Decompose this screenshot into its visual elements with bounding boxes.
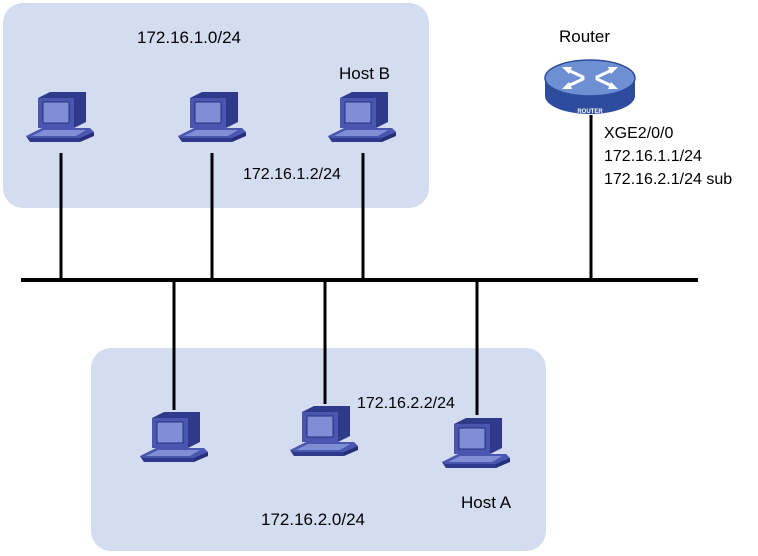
router-icon: ROUTER [544, 59, 636, 115]
host-b-name: Host B [339, 64, 391, 83]
router-secondary-ip: 172.16.2.1/24 sub [604, 171, 733, 188]
router-primary-ip: 172.16.1.1/24 [604, 148, 702, 165]
subnet-upper-label: 172.16.1.0/24 [137, 28, 241, 47]
router-badge: ROUTER [577, 109, 603, 115]
router-name: Router [559, 27, 611, 46]
subnet-lower-label: 172.16.2.0/24 [261, 510, 365, 529]
host-a-ip: 172.16.2.2/24 [357, 395, 455, 412]
router-interface: XGE2/0/0 [604, 125, 674, 142]
host-b-ip: 172.16.1.2/24 [243, 166, 341, 183]
host-a-name: Host A [461, 493, 512, 512]
